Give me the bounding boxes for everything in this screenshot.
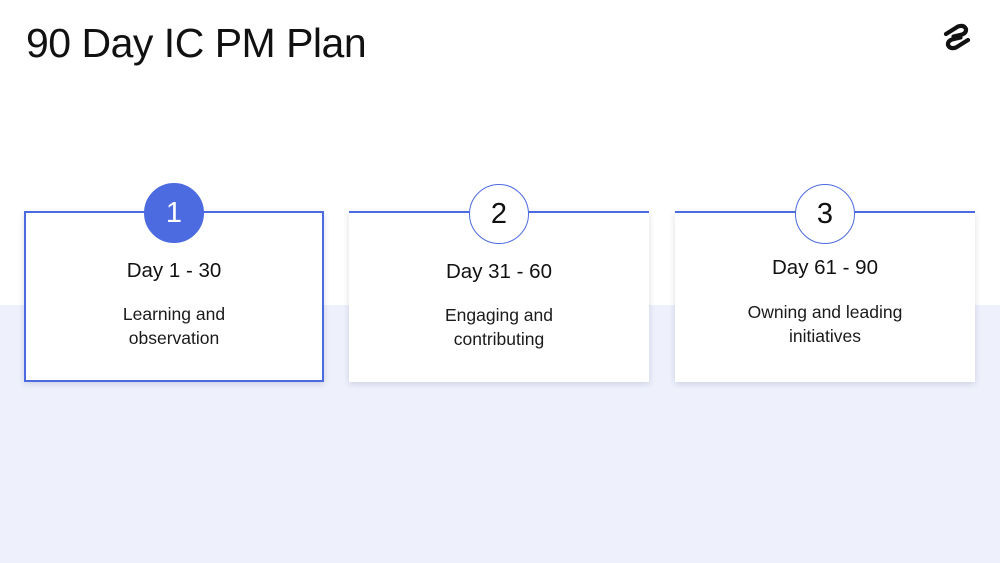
phase-description: Engaging and contributing [444, 304, 554, 349]
brand-logo-icon [943, 23, 971, 51]
slide-title: 90 Day IC PM Plan [26, 20, 367, 66]
phase-card-body: Day 31 - 60 Engaging and contributing [349, 242, 649, 382]
phase-card-2[interactable]: 2 Day 31 - 60 Engaging and contributing [349, 184, 649, 382]
phase-card-3[interactable]: 3 Day 61 - 90 Owning and leading initiat… [675, 184, 975, 382]
phase-day-range: Day 31 - 60 [446, 259, 552, 283]
phase-description: Learning and observation [122, 303, 226, 348]
phase-day-range: Day 61 - 90 [772, 256, 878, 279]
phase-card-body: Day 61 - 90 Owning and leading initiativ… [675, 242, 975, 382]
phase-description: Owning and leading initiatives [747, 302, 903, 346]
phase-card-1[interactable]: 1 Day 1 - 30 Learning and observation [24, 183, 324, 382]
phase-day-range: Day 1 - 30 [126, 258, 222, 282]
step-number-badge: 3 [795, 184, 855, 244]
phase-card-body: Day 1 - 30 Learning and observation [26, 242, 322, 380]
step-number-badge: 1 [144, 183, 204, 243]
step-number-badge: 2 [469, 184, 529, 244]
